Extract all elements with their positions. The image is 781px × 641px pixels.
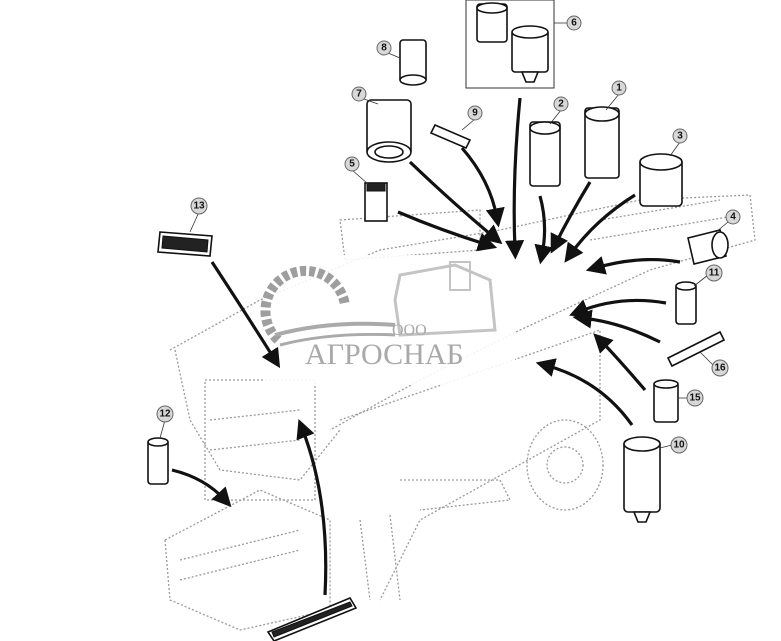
kit-frame-6 <box>465 0 555 89</box>
svg-text:11: 11 <box>709 268 720 279</box>
watermark-name: АГРОСНАБ <box>305 338 464 371</box>
callout-1: 1 <box>611 80 627 96</box>
watermark-prefix: ООО <box>392 322 427 339</box>
callout-7: 7 <box>351 86 367 102</box>
callout-5: 5 <box>344 156 360 172</box>
callout-9: 9 <box>467 105 483 121</box>
watermark-logo: ООО АГРОСНАБ <box>260 255 515 385</box>
callout-13: 13 <box>190 197 208 215</box>
callout-3: 3 <box>672 128 688 144</box>
svg-text:8: 8 <box>381 43 387 54</box>
svg-text:10: 10 <box>673 440 685 451</box>
svg-text:4: 4 <box>730 212 736 223</box>
callout-16: 16 <box>711 359 729 377</box>
callout-12: 12 <box>156 405 174 423</box>
arrows <box>171 97 681 596</box>
callout-15: 15 <box>686 389 704 407</box>
parts <box>147 0 729 641</box>
leader-lines <box>159 22 729 449</box>
svg-text:3: 3 <box>677 131 683 142</box>
svg-text:6: 6 <box>571 18 577 29</box>
svg-text:5: 5 <box>349 159 355 170</box>
svg-text:16: 16 <box>714 363 726 374</box>
svg-text:15: 15 <box>689 393 701 404</box>
callout-6: 6 <box>566 15 582 31</box>
svg-text:13: 13 <box>193 201 205 212</box>
callout-8: 8 <box>376 40 392 56</box>
svg-text:12: 12 <box>159 409 171 420</box>
svg-text:7: 7 <box>356 89 362 100</box>
svg-text:1: 1 <box>616 83 622 94</box>
callout-2: 2 <box>553 96 569 112</box>
callout-4: 4 <box>725 209 741 225</box>
svg-text:9: 9 <box>472 108 478 119</box>
callout-10: 10 <box>670 436 688 454</box>
callout-11: 11 <box>705 264 723 282</box>
svg-text:2: 2 <box>558 99 564 110</box>
